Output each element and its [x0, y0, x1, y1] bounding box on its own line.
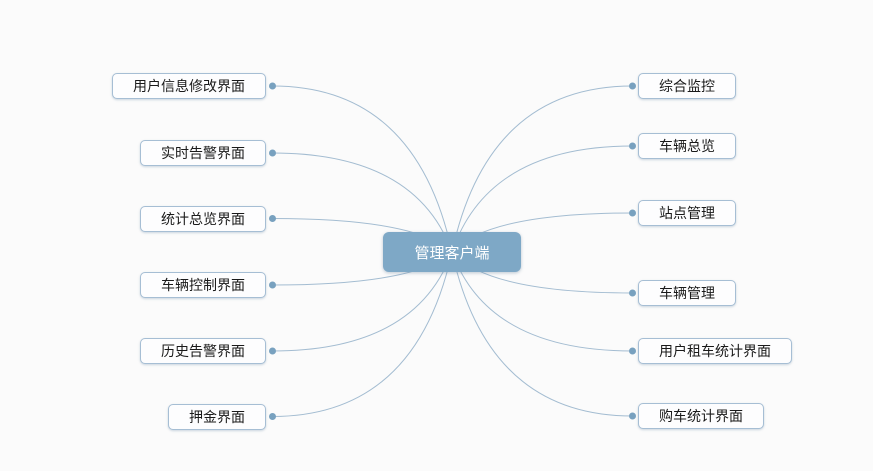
diagram-node[interactable]: 历史告警界面	[140, 338, 266, 364]
diagram-node[interactable]: 站点管理	[638, 200, 736, 226]
connector-line	[272, 85, 453, 253]
connector-dot	[629, 412, 636, 420]
diagram-node[interactable]: 用户信息修改界面	[112, 73, 266, 99]
connector-line	[451, 85, 633, 253]
diagram-node[interactable]: 车辆管理	[638, 280, 736, 306]
diagram-node[interactable]: 押金界面	[168, 403, 266, 430]
connector-dot	[629, 82, 636, 90]
connector-line	[451, 251, 633, 352]
center-node[interactable]: 管理客户端	[383, 232, 521, 272]
diagram-node[interactable]: 车辆总览	[638, 133, 736, 159]
connector-dot	[629, 209, 636, 217]
connector-dot	[269, 413, 276, 420]
connector-dot	[629, 289, 636, 297]
diagram-node[interactable]: 实时告警界面	[140, 140, 266, 166]
connector-dot	[269, 281, 276, 289]
diagram-node[interactable]: 用户租车统计界面	[638, 338, 792, 364]
connector-dot	[629, 347, 636, 355]
connector-dot	[269, 347, 276, 355]
connector-dot	[269, 82, 276, 90]
connector-dot	[629, 142, 636, 150]
connector-line	[451, 251, 633, 417]
connector-line	[272, 251, 453, 417]
diagram-node[interactable]: 统计总览界面	[140, 205, 266, 232]
connector-line	[272, 251, 453, 352]
connector-line	[451, 145, 633, 253]
connector-dot	[269, 149, 276, 157]
diagram-node[interactable]: 车辆控制界面	[140, 272, 266, 298]
connector-dot	[269, 215, 276, 222]
diagram-node[interactable]: 综合监控	[638, 73, 736, 99]
diagram-node[interactable]: 购车统计界面	[638, 403, 764, 429]
connector-line	[272, 152, 453, 253]
